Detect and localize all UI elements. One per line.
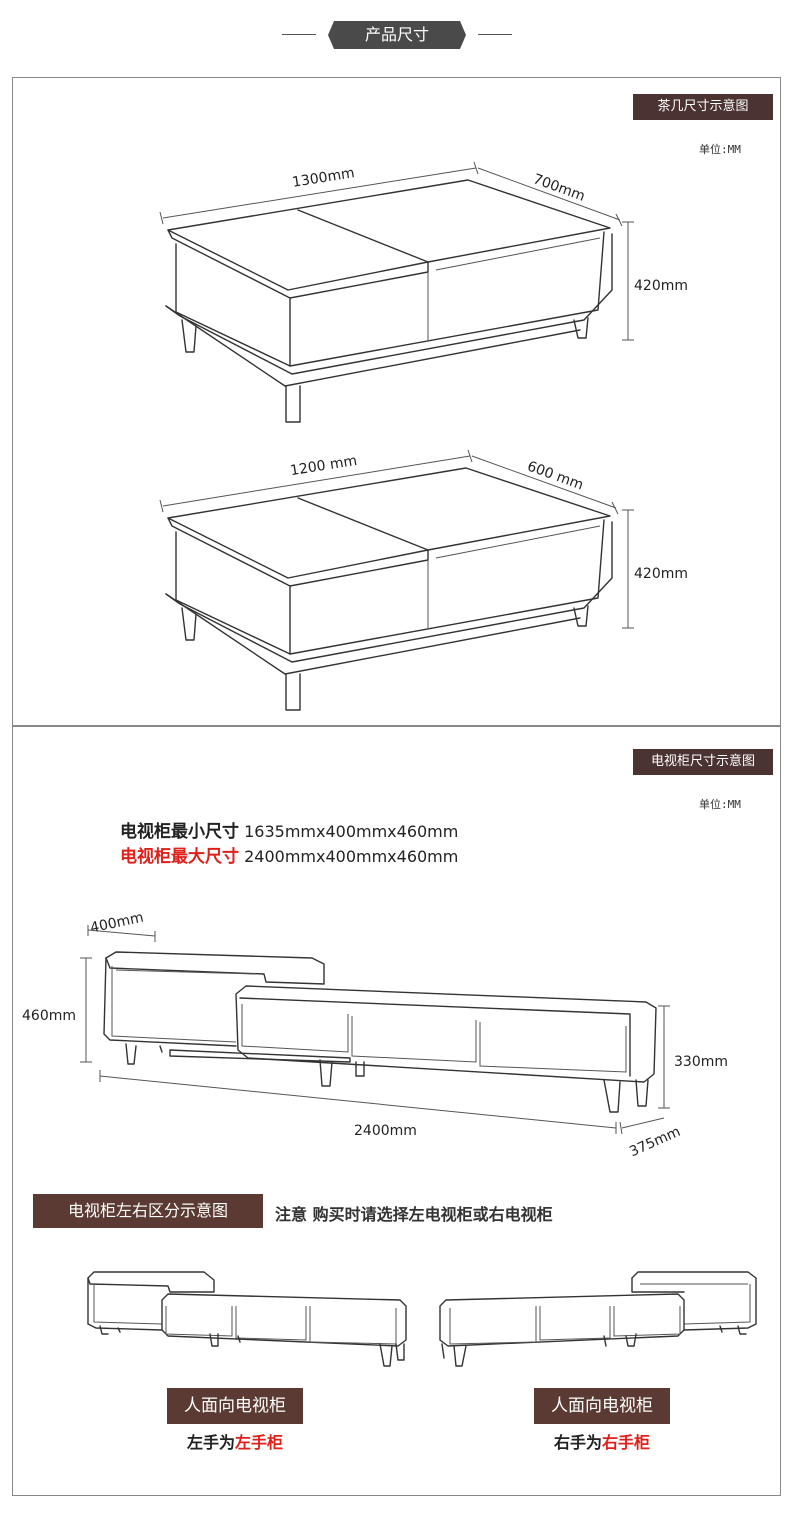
sides-note: 注意 购买时请选择左电视柜或右电视柜 (275, 1205, 553, 1224)
page-title: 产品尺寸 (328, 21, 466, 49)
coffee-small-height-label: 420mm (634, 566, 688, 582)
coffee-large-height-label: 420mm (634, 278, 688, 294)
tv-max-size: 电视柜最大尺寸 2400mmx400mmx460mm (120, 842, 458, 867)
tv-cabinet-tag: 电视柜尺寸示意图 (633, 749, 773, 775)
left-side-caption: 左手为左手柜 (150, 1429, 320, 1453)
left-caption-prefix: 左手为 (186, 1433, 235, 1452)
coffee-table-unit: 单位:MM (699, 143, 741, 156)
coffee-table-panel: 茶几尺寸示意图 单位:MM (12, 77, 781, 726)
tv-height-right-label: 330mm (674, 1054, 728, 1070)
right-caption-highlight: 右手柜 (602, 1433, 651, 1452)
left-side-badge: 人面向电视柜 (167, 1388, 303, 1424)
coffee-table-tag: 茶几尺寸示意图 (633, 94, 773, 120)
tv-max-size-label: 电视柜最大尺寸 (120, 847, 239, 867)
header-rule-left (282, 34, 316, 35)
right-caption-prefix: 右手为 (553, 1433, 602, 1452)
tv-min-size-label: 电视柜最小尺寸 (120, 822, 239, 842)
left-caption-highlight: 左手柜 (235, 1433, 284, 1452)
tv-length-label: 2400mm (354, 1123, 417, 1139)
right-side-badge: 人面向电视柜 (534, 1388, 670, 1424)
tv-cabinet-panel: 电视柜尺寸示意图 单位:MM (12, 726, 781, 1496)
tv-height-left-label: 460mm (22, 1008, 76, 1024)
right-side-caption: 右手为右手柜 (517, 1429, 687, 1453)
header-rule-right (478, 34, 512, 35)
tv-cabinet-unit: 单位:MM (699, 798, 741, 811)
sides-tag: 电视柜左右区分示意图 (33, 1194, 263, 1228)
tv-min-size: 电视柜最小尺寸 1635mmx400mmx460mm (120, 817, 458, 842)
tv-max-size-value: 2400mmx400mmx460mm (244, 847, 459, 866)
tv-min-size-value: 1635mmx400mmx460mm (244, 822, 459, 841)
